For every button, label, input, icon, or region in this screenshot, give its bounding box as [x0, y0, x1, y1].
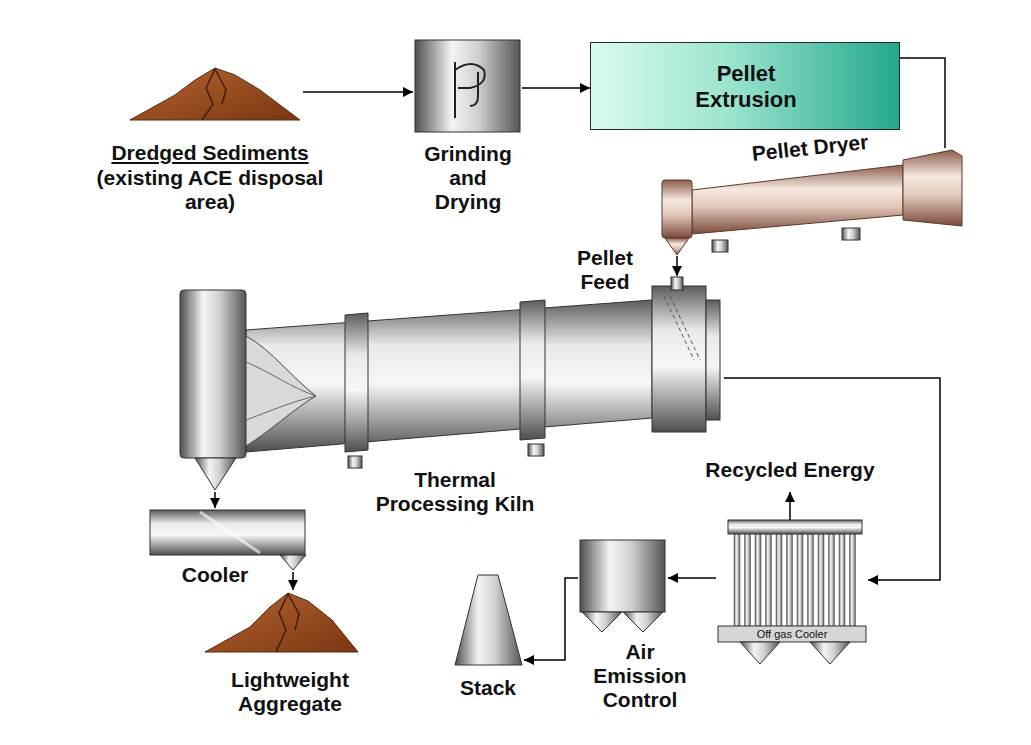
off-gas-cooler-drawing	[808, 534, 814, 626]
grinder-drawing	[415, 40, 520, 132]
pellet-dryer-drawing	[665, 238, 689, 255]
off-gas-cooler-drawing	[818, 534, 824, 626]
pellet-dryer-drawing	[692, 165, 903, 234]
off-gas-cooler-drawing	[829, 534, 835, 626]
off-gas-cooler-drawing	[755, 534, 761, 626]
sediment-pile-drawing	[130, 68, 300, 120]
flow-arrow	[214, 492, 216, 508]
sediment-pile: Dredged Sediments(existing ACE disposal …	[125, 64, 303, 124]
node-label: Thermal Processing Kiln	[365, 468, 545, 516]
off-gas-cooler-drawing	[728, 520, 862, 534]
sediment-pile-drawing	[202, 69, 226, 120]
node-label: Cooler	[155, 563, 275, 587]
off-gas-cooler-drawing	[839, 534, 845, 626]
process-box: Pellet Extrusion	[590, 42, 900, 130]
aggregate-pile: Lightweight Aggregate	[203, 590, 360, 654]
connector-group	[215, 58, 945, 660]
flow-arrow	[676, 256, 678, 276]
kiln-drawing	[195, 458, 236, 490]
aggregate-pile-drawing	[276, 594, 299, 652]
kiln-drawing	[664, 296, 700, 360]
stack-drawing	[455, 575, 522, 665]
flow-arrow	[668, 577, 716, 579]
off-gas-cooler-drawing	[850, 534, 856, 626]
stack-drawing	[455, 575, 522, 665]
kiln-drawing	[180, 277, 720, 490]
product-cooler: Cooler	[148, 508, 308, 572]
node-label: Grinding and Drying	[418, 142, 518, 214]
kiln-drawing	[528, 444, 544, 456]
flow-arrow	[900, 58, 945, 148]
aggregate-pile-drawing	[205, 593, 358, 652]
node-label: Pellet Dryer	[729, 128, 891, 169]
flow-arrow	[524, 578, 578, 660]
product-cooler-drawing	[150, 510, 306, 570]
pellet-dryer-drawing	[903, 150, 962, 226]
pellet-dryer-drawing	[842, 228, 860, 240]
grinder-dryer: Grinding and Drying	[413, 38, 522, 134]
off-gas-cooler-drawing	[718, 492, 866, 664]
off-gas-cooler-drawing	[766, 534, 772, 626]
kiln-drawing	[706, 300, 720, 420]
flow-arrow	[522, 87, 590, 89]
aggregate-pile-drawing	[205, 593, 358, 652]
off-gas-cooler-drawing	[787, 534, 793, 626]
node-label: Air Emission Control	[590, 640, 690, 712]
emission-control-drawing	[580, 540, 665, 612]
off-gas-cooler-drawing	[734, 534, 740, 626]
off-gas-cooler-drawing	[776, 534, 782, 626]
pellet-dryer-drawing	[662, 150, 962, 255]
node-label: Stack	[448, 676, 528, 700]
pile-heading: Dredged Sediments	[90, 141, 330, 165]
kiln-drawing	[671, 277, 683, 290]
grinder-drawing	[415, 40, 520, 132]
pile-note: (existing ACE disposal area)	[80, 166, 340, 214]
kiln-drawing	[180, 290, 246, 458]
kiln-drawing	[246, 336, 316, 446]
emission-control-drawing	[623, 612, 663, 632]
grinder-drawing	[455, 62, 485, 118]
pellet-dryer-drawing	[662, 180, 692, 238]
off-gas-cooler-drawing	[810, 642, 850, 664]
emission-control-drawing	[582, 612, 622, 632]
sediment-pile-drawing	[130, 68, 300, 120]
kiln-drawing	[520, 300, 545, 440]
pellet-dryer-drawing	[712, 240, 728, 252]
emission-control: Air Emission Control	[578, 538, 668, 634]
product-cooler-drawing	[280, 555, 306, 570]
node-label: Lightweight Aggregate	[215, 668, 365, 716]
kiln-drawing	[348, 456, 362, 468]
pellet-dryer: Pellet Dryer	[660, 148, 964, 256]
node-label: Off gas Cooler	[718, 627, 866, 641]
off-gas-cooler-drawing	[740, 642, 780, 664]
kiln-drawing	[246, 300, 652, 452]
stack: Stack	[453, 573, 524, 667]
kiln-drawing	[652, 286, 706, 432]
rotary-kiln: Thermal Processing Kiln	[178, 276, 724, 492]
equipment-label: Pellet Feed	[570, 246, 640, 294]
equipment-label: Recycled Energy	[660, 458, 920, 482]
kiln-drawing	[246, 362, 316, 420]
kiln-drawing	[345, 313, 368, 452]
flow-arrow	[292, 572, 294, 590]
off-gas-cooler-drawing	[797, 534, 803, 626]
emission-control-drawing	[580, 540, 665, 632]
off-gas-cooler-drawing	[745, 534, 751, 626]
off-gas-cooler-drawing	[718, 626, 866, 642]
flow-arrow	[303, 91, 413, 93]
product-cooler-drawing	[200, 512, 260, 553]
off-gas-cooler-drawing	[789, 492, 791, 520]
product-cooler-drawing	[150, 510, 305, 555]
node-label: Pellet Extrusion	[676, 61, 816, 113]
off-gas-cooler: Off gas Cooler	[716, 518, 868, 666]
